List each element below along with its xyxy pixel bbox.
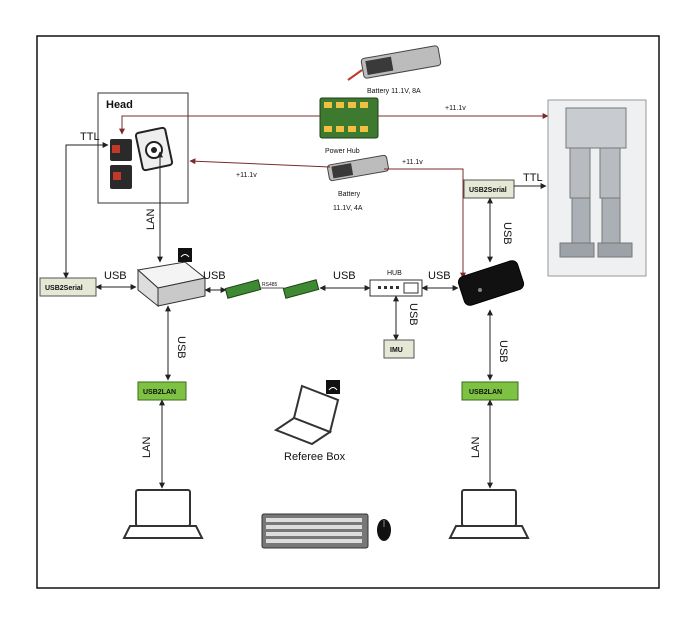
ttl-left-arrow	[63, 142, 109, 279]
hub-label: HUB	[387, 270, 402, 277]
referee-laptop-icon	[273, 380, 340, 446]
laptop-left-icon	[122, 489, 204, 539]
humanoid-robot-image	[547, 99, 647, 277]
usb-1-label: USB	[104, 270, 127, 282]
keyboard-icon	[261, 513, 369, 549]
battery-pack-icon	[457, 260, 525, 306]
usb-left-vertical-label: USB	[175, 336, 187, 359]
hub-ports-icon	[378, 282, 419, 294]
head-group: Head	[97, 92, 189, 204]
mini-pc-icon	[136, 248, 207, 308]
power-mid-label: +11.1v	[402, 159, 423, 166]
battery-mid-icon	[327, 154, 389, 182]
usb-4-label: USB	[428, 270, 451, 282]
usb-2-label: USB	[203, 270, 226, 282]
outer-frame	[36, 35, 660, 589]
power-hub-label: Power Hub	[325, 148, 360, 155]
usb-right-vertical-label: USB	[497, 340, 509, 363]
usb-3-label: USB	[333, 270, 356, 282]
laptop-right-icon	[448, 489, 530, 539]
mouse-icon	[377, 519, 391, 541]
rs485-adapter-icon	[224, 279, 320, 299]
head-servo-icon	[110, 139, 132, 189]
battery-mid-label-2: 11.1V, 4A	[333, 205, 363, 212]
head-title: Head	[106, 99, 133, 111]
imu-label: IMU	[390, 347, 403, 354]
imu-box	[383, 339, 415, 359]
power-right-label: +11.1v	[445, 105, 466, 112]
usb2lan-right-label: USB2LAN	[469, 389, 502, 396]
battery-top-icon	[347, 45, 442, 81]
usb2lan-left-label: USB2LAN	[143, 389, 176, 396]
power-hub-icon	[319, 97, 379, 139]
battery-mid-label-1: Battery	[338, 191, 361, 198]
power-head-label: +11.1v	[236, 172, 257, 179]
lan-right-label: LAN	[470, 437, 482, 458]
referee-box-label: Referee Box	[284, 451, 346, 463]
ttl-left-label: TTL	[80, 131, 100, 143]
power-lines	[119, 113, 549, 279]
usb-hub-imu-label: USB	[407, 303, 419, 326]
usb-robot-serial-label: USB	[501, 222, 513, 245]
usb2serial-left-label: USB2Serial	[45, 285, 83, 292]
usb2serial-right-label: USB2Serial	[469, 187, 507, 194]
lan-head-label: LAN	[145, 209, 157, 230]
lan-left-label: LAN	[141, 437, 153, 458]
rs485-label: RS485	[262, 282, 278, 288]
ttl-right-label: TTL	[523, 172, 543, 184]
camera-icon	[134, 126, 174, 172]
battery-top-label: Battery 11.1V, 8A	[367, 88, 421, 95]
